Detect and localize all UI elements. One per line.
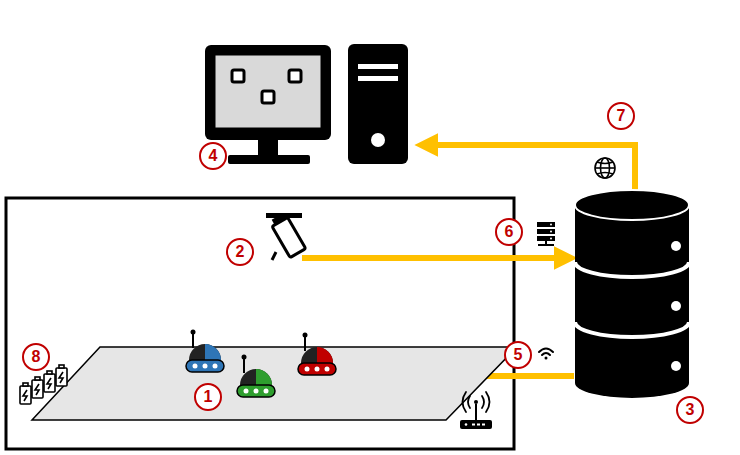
server-icon <box>537 222 555 245</box>
computer-monitor <box>205 45 331 164</box>
robot-green <box>237 355 275 398</box>
camera-icon <box>266 212 306 260</box>
globe-icon <box>595 158 615 178</box>
database-icon <box>575 190 689 398</box>
callout-number: 8 <box>22 343 50 371</box>
callout-number: 4 <box>199 142 227 170</box>
router-icon <box>460 392 492 429</box>
camera-arrow <box>302 255 568 261</box>
battery-icons <box>20 365 67 404</box>
callout-number: 3 <box>676 396 704 424</box>
arena-floor <box>32 347 517 420</box>
callout-number: 7 <box>607 102 635 130</box>
callout-number: 5 <box>504 341 532 369</box>
callout-number: 1 <box>194 383 222 411</box>
callout-number: 2 <box>226 238 254 266</box>
robot-blue <box>186 330 224 373</box>
wifi-icon <box>539 349 553 360</box>
robot-red <box>298 333 336 376</box>
callout-number: 6 <box>495 218 523 246</box>
computer-tower <box>348 44 408 164</box>
